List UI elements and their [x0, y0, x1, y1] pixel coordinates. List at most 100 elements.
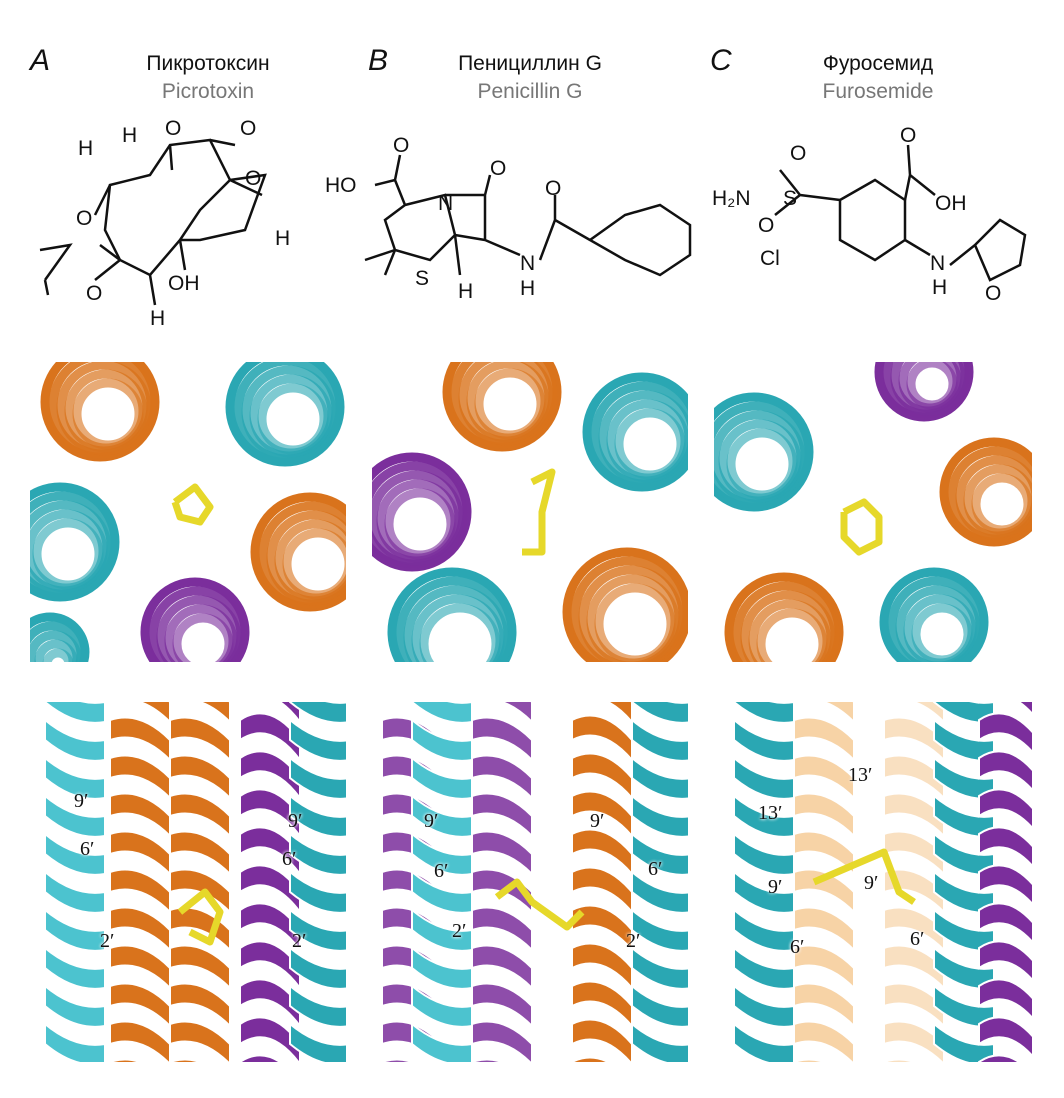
helix-ribbon: [169, 830, 231, 877]
helix-ribbon: [239, 940, 301, 991]
helix-ribbon: [109, 1058, 143, 1062]
helix-ribbon: [44, 907, 106, 952]
atom-n: N: [438, 192, 453, 215]
helix-ribbon: [733, 793, 795, 838]
helix-ribbon: [571, 752, 633, 801]
helix-ribbon: [733, 907, 795, 952]
helix-ring: [282, 528, 346, 600]
helix-ring: [257, 383, 329, 455]
helix-ribbon: [733, 1021, 795, 1062]
atom-h: H: [78, 137, 93, 160]
top-view-a: [30, 362, 346, 662]
helix-ribbon: [411, 869, 473, 914]
helix-ring: [756, 608, 828, 662]
helix-ribbon: [109, 830, 171, 877]
helix-ring: [726, 428, 798, 500]
helix-ribbon: [883, 944, 945, 991]
atom-o: O: [900, 124, 916, 147]
atom-h: H: [932, 276, 947, 299]
atom-h: H: [122, 124, 137, 147]
atom-o: O: [393, 134, 409, 157]
residue-label: 9′: [768, 876, 783, 898]
helix-ribbon: [883, 702, 945, 725]
helix-ribbon: [631, 717, 688, 762]
helix-ribbon: [733, 869, 795, 914]
helix-ribbon: [44, 983, 106, 1028]
helix-ring: [32, 518, 104, 590]
helix-ribbon: [793, 944, 855, 991]
helix-ribbon: [239, 864, 301, 915]
helix-ribbon: [411, 717, 473, 762]
helix-ribbon: [631, 1021, 688, 1062]
helix-ribbon: [978, 1054, 1021, 1062]
helix-ribbon: [289, 717, 346, 762]
helix-ribbon: [289, 869, 346, 914]
helix-ring: [911, 603, 973, 662]
helix-ribbon: [733, 717, 795, 762]
helix-ribbon: [169, 982, 231, 1029]
helix-ribbon: [471, 792, 533, 839]
atom-s: S: [415, 267, 429, 290]
helix-ribbon: [169, 716, 231, 763]
atom-o: O: [165, 117, 181, 140]
atom-ho: HO: [325, 174, 357, 197]
helix-ribbon: [571, 1056, 610, 1062]
helix-ring: [594, 583, 676, 662]
ligand: [522, 468, 556, 556]
helix-ribbon: [411, 702, 473, 724]
helix-ribbon: [44, 945, 106, 990]
atom-o: O: [245, 167, 261, 190]
helix-ribbon: [44, 1021, 106, 1062]
atom-h2n: H₂N: [712, 187, 750, 210]
ligand: [171, 483, 214, 526]
helix-ribbon: [793, 830, 855, 877]
helix-ribbon: [44, 702, 106, 724]
helix-ribbon: [978, 978, 1032, 1020]
helix-ribbon: [109, 944, 171, 991]
ligand: [840, 498, 883, 556]
residue-label: 2′: [452, 920, 467, 942]
helix-ribbon: [571, 1018, 633, 1062]
top-view-c: [714, 362, 1032, 662]
helix-ring: [384, 488, 456, 560]
atom-o: O: [240, 117, 256, 140]
helix-ribbon: [793, 1020, 855, 1062]
atom-n: N: [520, 252, 535, 275]
helix-ribbon: [978, 826, 1032, 868]
helix-ribbon: [289, 831, 346, 876]
title-en-a: Picrotoxin: [161, 80, 255, 103]
ligand: [494, 878, 585, 931]
helix-ribbon: [571, 980, 633, 1029]
helix-ribbon: [883, 716, 945, 763]
residue-label: 9′: [424, 810, 439, 832]
atom-n: N: [930, 252, 945, 275]
helix-ribbon: [733, 831, 795, 876]
helix-ribbon: [169, 868, 231, 915]
residue-label: 13′: [848, 764, 873, 786]
helix-ribbon: [169, 754, 231, 801]
helix-ribbon: [471, 754, 533, 801]
helix-ribbon: [109, 982, 171, 1029]
side-view-b: 9′ 6′ 2′ 9′ 6′ 2′: [372, 702, 688, 1062]
helix-ribbon: [109, 868, 171, 915]
helix-ribbon: [289, 755, 346, 800]
helix-ribbon: [239, 978, 301, 1029]
helix-ribbon: [239, 826, 301, 877]
helix-ribbon: [411, 755, 473, 800]
helix-ribbon: [109, 1020, 171, 1062]
helix-ribbon: [733, 702, 795, 724]
helix-ribbon: [571, 866, 633, 915]
residue-label: 6′: [434, 860, 449, 882]
helix-ribbon: [978, 702, 1032, 716]
helix-ring: [614, 408, 686, 480]
helix-ribbon: [631, 983, 688, 1028]
helix-ribbon: [239, 902, 301, 953]
helix-ribbon: [733, 945, 795, 990]
ligand: [177, 888, 224, 946]
helix-ribbon: [631, 755, 688, 800]
helix-ribbon: [471, 1020, 533, 1062]
helix-ribbon: [411, 983, 473, 1028]
ligand: [812, 848, 916, 905]
helix-ribbon: [109, 716, 171, 763]
helix-ribbon: [978, 788, 1032, 830]
